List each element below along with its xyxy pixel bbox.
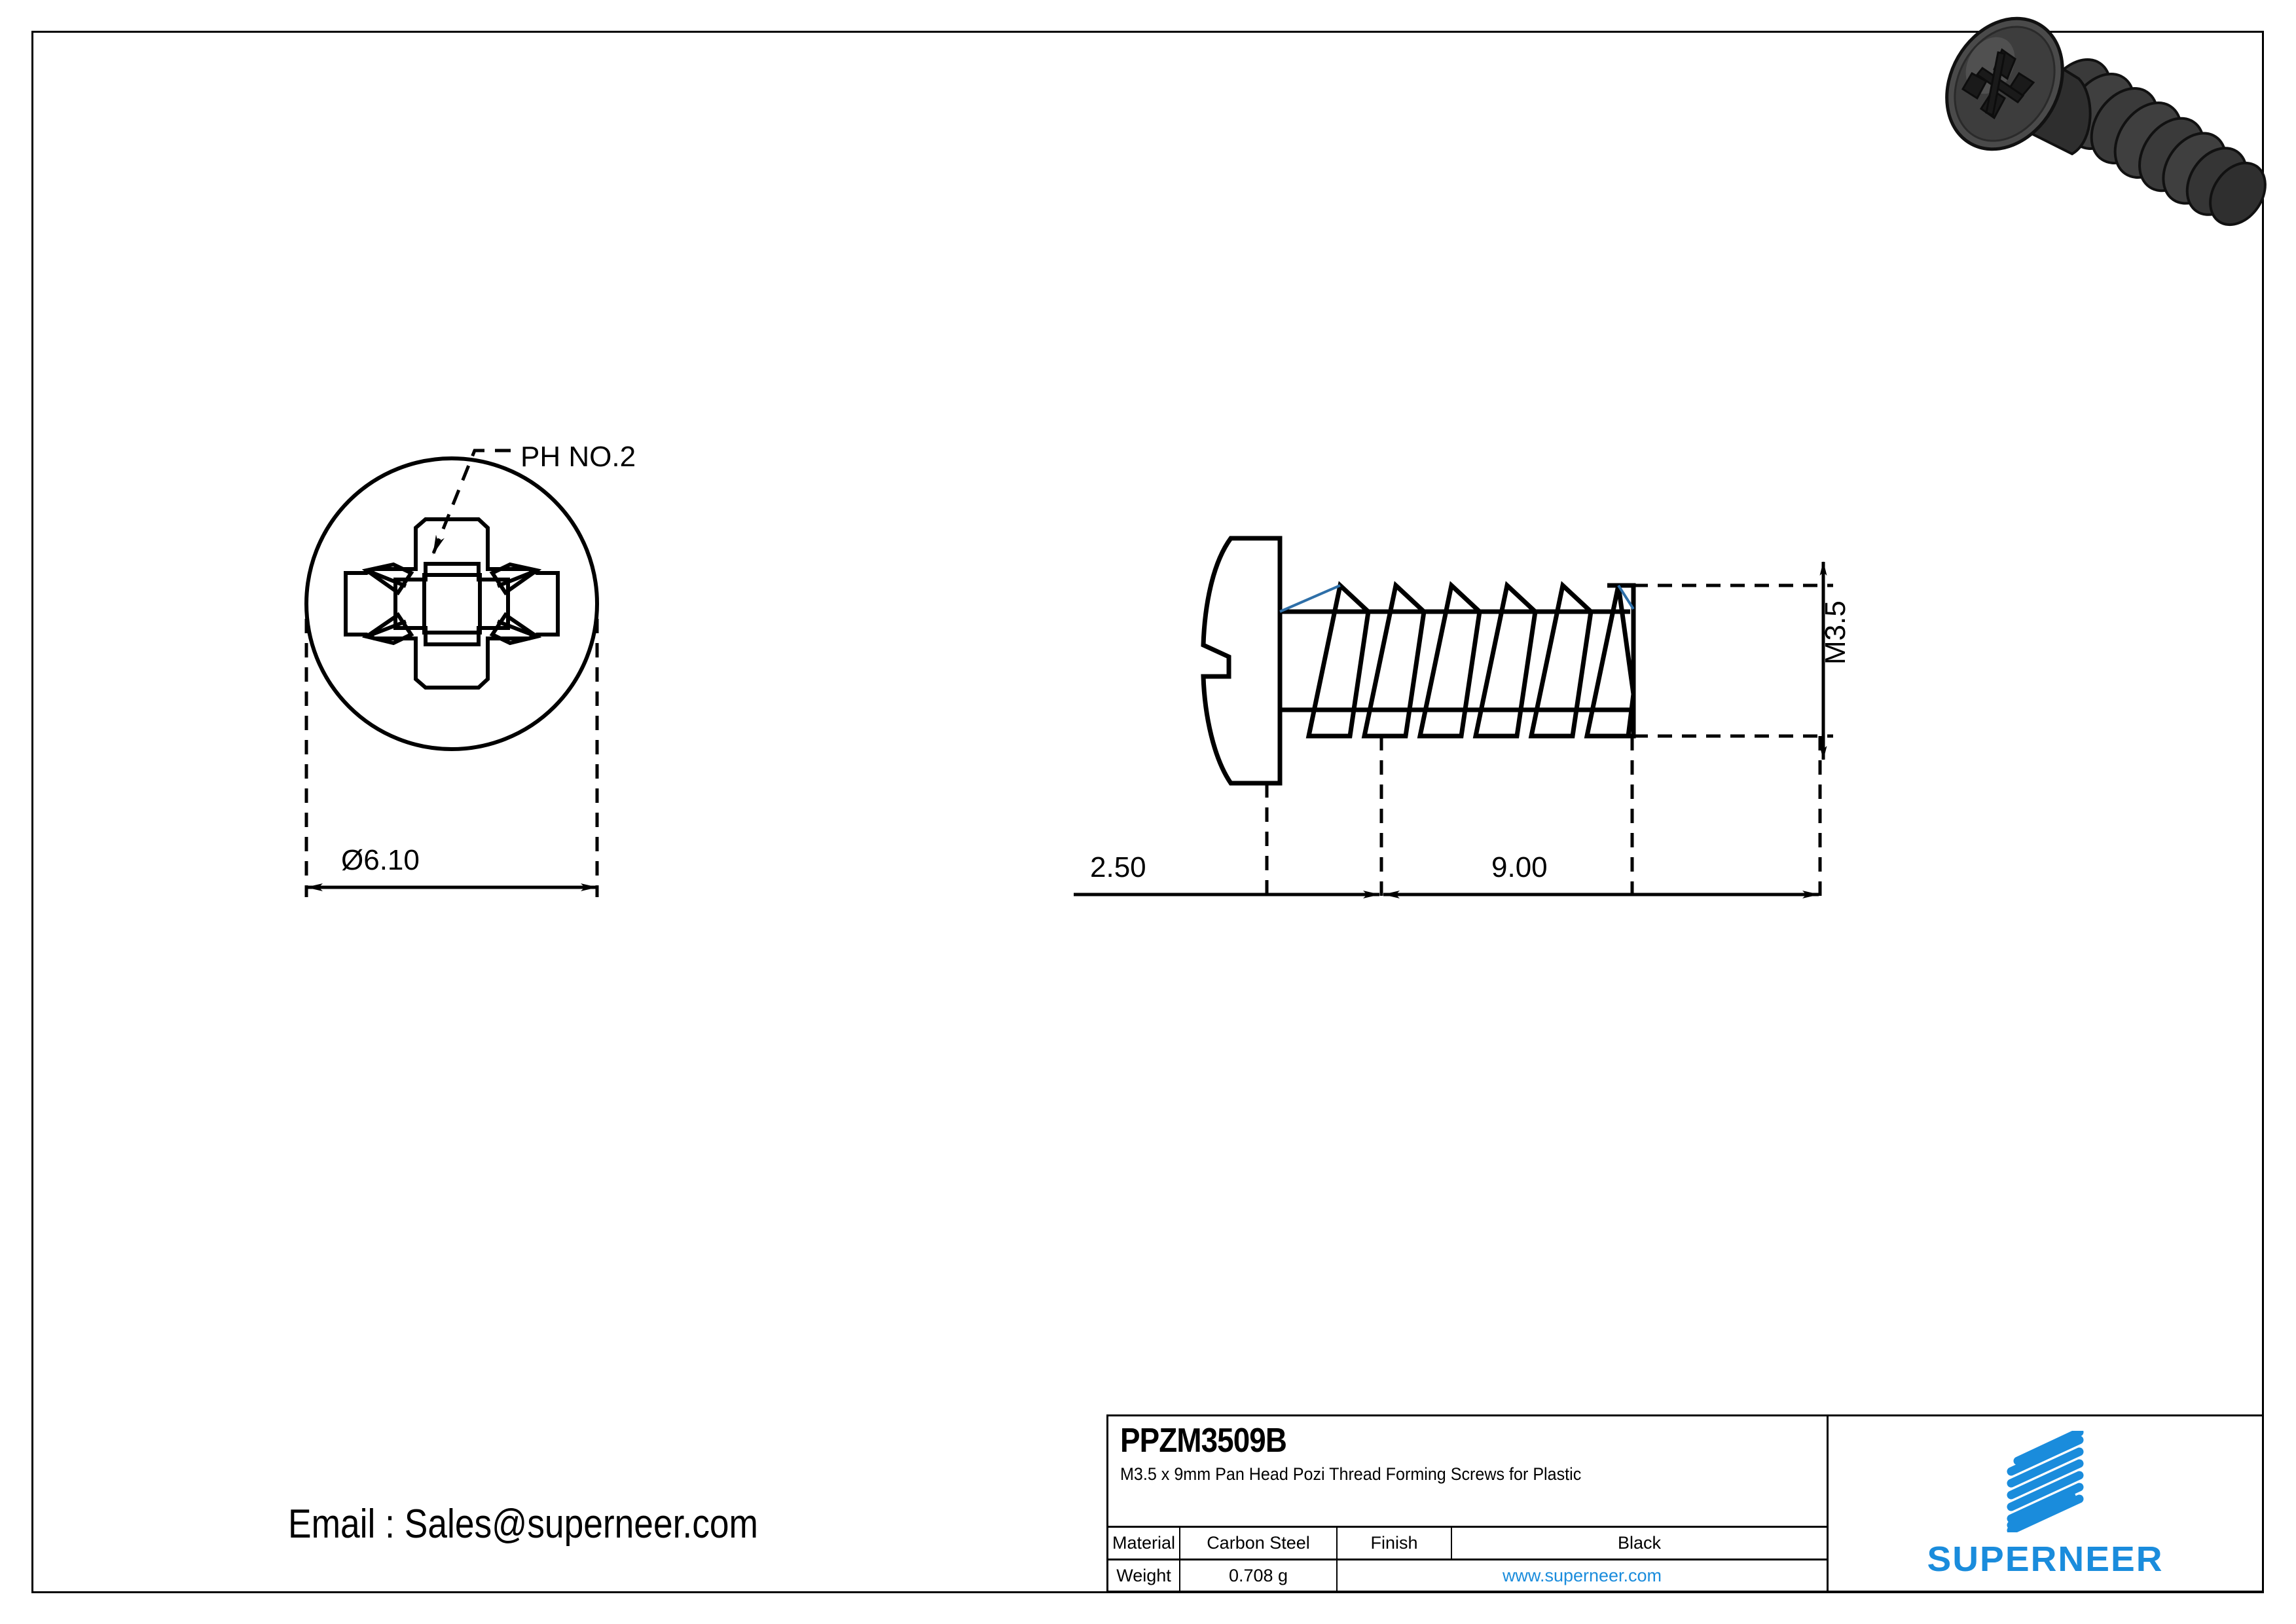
finish-label: Finish [1338, 1528, 1452, 1559]
material-value: Carbon Steel [1180, 1528, 1338, 1559]
head-diameter-label: Ø6.10 [341, 844, 420, 876]
part-description: M3.5 x 9mm Pan Head Pozi Thread Forming … [1120, 1464, 1582, 1484]
thread-size-label: M3.5 [1819, 600, 1851, 665]
part-number: PPZM3509B [1120, 1422, 1287, 1460]
contact-email: Email : Sales@superneer.com [288, 1502, 758, 1547]
drawing-border [31, 31, 2264, 1593]
head-height-label: 2.50 [1090, 851, 1146, 883]
finish-value: Black [1617, 1533, 1662, 1553]
brand-name: SUPERNEER [1927, 1540, 2164, 1579]
website-link[interactable]: www.superneer.com [1502, 1565, 1662, 1585]
title-description-area: PPZM3509B M3.5 x 9mm Pan Head Pozi Threa… [1108, 1416, 1827, 1528]
title-block-main: PPZM3509B M3.5 x 9mm Pan Head Pozi Threa… [1108, 1416, 1829, 1591]
drive-callout-label: PH NO.2 [520, 441, 636, 473]
spec-row-material: Material Carbon Steel Finish Black [1108, 1528, 1827, 1560]
weight-label: Weight [1108, 1560, 1180, 1591]
title-block: PPZM3509B M3.5 x 9mm Pan Head Pozi Threa… [1106, 1414, 2264, 1593]
superneer-logo-icon [2007, 1431, 2084, 1532]
thread-length-label: 9.00 [1491, 851, 1548, 883]
weight-value: 0.708 g [1180, 1560, 1338, 1591]
spec-row-weight: Weight 0.708 g www.superneer.com [1108, 1560, 1827, 1591]
material-label: Material [1108, 1528, 1180, 1559]
brand-area: SUPERNEER [1829, 1416, 2262, 1591]
